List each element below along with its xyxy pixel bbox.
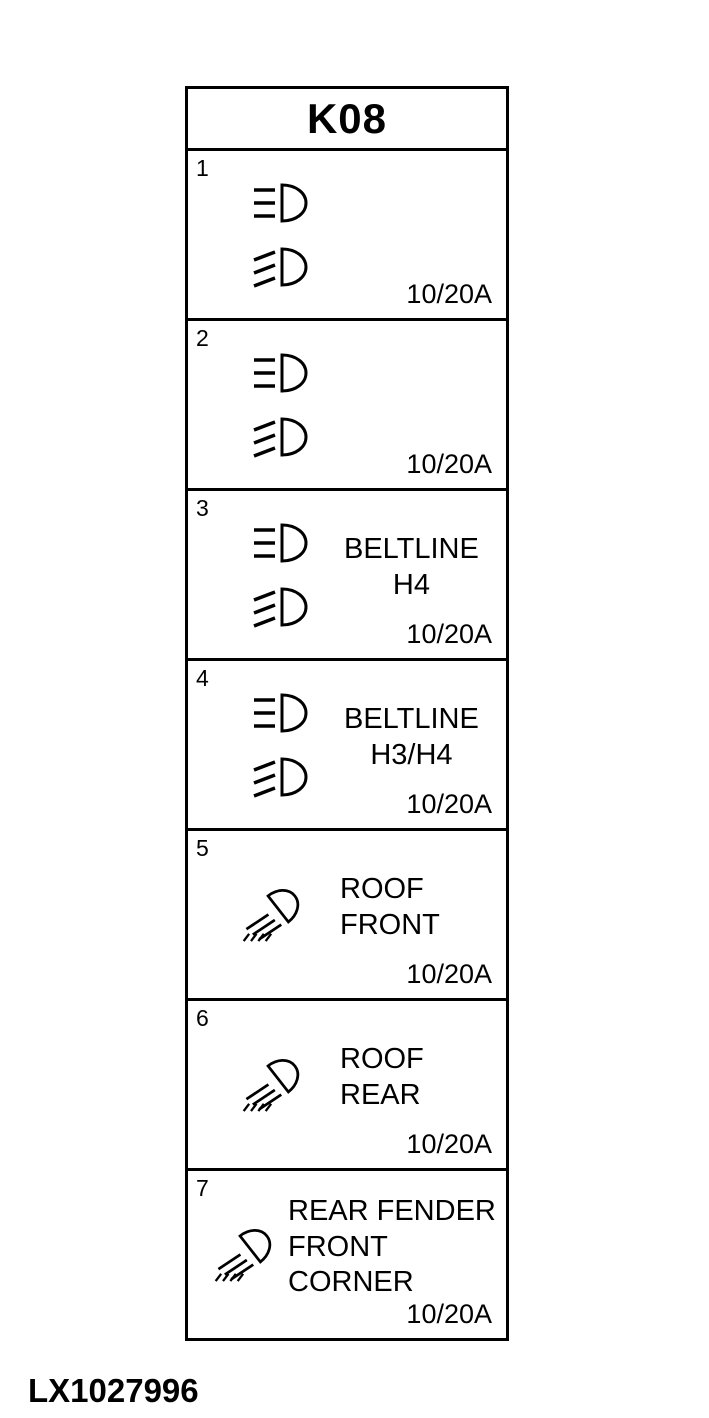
low-beam-icon [252,416,310,458]
high-beam-icon [252,522,310,564]
cell-number: 6 [196,1005,209,1031]
figure-code: LX1027996 [28,1372,199,1409]
fuse-cell-6: 6 ROOF REAR 10/20A [188,998,506,1168]
cell-number: 5 [196,835,209,861]
high-beam-icon [252,352,310,394]
cell-number: 7 [196,1175,209,1201]
high-beam-icon [252,692,310,734]
fuse-rating: 10/20A [406,959,492,989]
fuse-rating: 10/20A [406,1299,492,1329]
work-light-icon [240,886,306,943]
cell-label: ROOF FRONT [340,873,440,941]
fuse-rating: 10/20A [406,619,492,649]
fuse-rating: 10/20A [406,279,492,309]
fuse-cell-1: 1 10/20A [188,148,506,318]
cell-number: 3 [196,495,209,521]
cell-label: BELTLINE H4 [344,533,479,601]
fuse-cell-7: 7 REAR FENDER FRONT CORNER 10/20A [188,1168,506,1338]
high-beam-icon [252,182,310,224]
fuse-cell-4: 4 BELTLINE H3/H4 10/20A [188,658,506,828]
cell-label: BELTLINE H3/H4 [344,703,479,771]
work-light-icon [240,1056,306,1113]
fuse-cell-5: 5 ROOF FRONT 10/20A [188,828,506,998]
cell-number: 2 [196,325,209,351]
cell-label: ROOF REAR [340,1043,424,1111]
work-light-icon [212,1226,278,1283]
fuse-cell-3: 3 BELTLINE H4 10/20A [188,488,506,658]
low-beam-icon [252,756,310,798]
fuse-rating: 10/20A [406,1129,492,1159]
cell-number: 1 [196,155,209,181]
cell-number: 4 [196,665,209,691]
fuse-rating: 10/20A [406,789,492,819]
fuse-cell-2: 2 10/20A [188,318,506,488]
low-beam-icon [252,586,310,628]
low-beam-icon [252,246,310,288]
fuse-rating: 10/20A [406,449,492,479]
cell-label: REAR FENDER FRONT CORNER [288,1195,496,1299]
fuse-panel-k08: K08 1 10/20A 2 [185,86,509,1341]
panel-title: K08 [306,94,388,142]
